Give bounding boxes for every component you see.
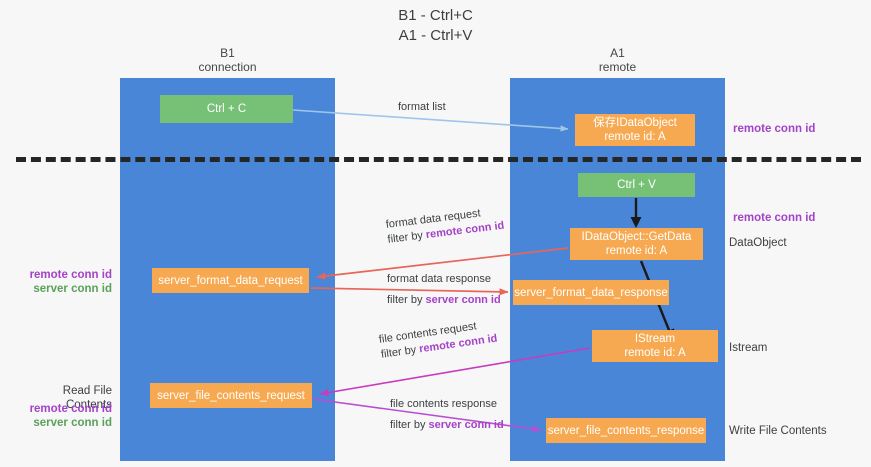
flow-label-format-data-response-line2: filter by server conn id	[387, 293, 501, 308]
annotation-right-istream: Istream	[729, 342, 768, 354]
node-server-format-data-request[interactable]: server_format_data_request	[152, 268, 309, 293]
column-header-b1-sub: connection	[198, 60, 257, 74]
column-header-b1: B1 connection	[120, 46, 335, 74]
flow-label-format-list: format list	[398, 100, 446, 115]
annotation-left-server-conn-id-1: server conn id	[33, 283, 112, 295]
node-istream[interactable]: IStream remote id: A	[592, 330, 718, 362]
node-idataobject-getdata-sublabel: remote id: A	[605, 245, 668, 257]
flow-label-file-contents-request: file contents request filter by remote c…	[378, 317, 498, 363]
column-header-a1: A1 remote	[510, 46, 725, 74]
annotation-left-remote-conn-id-2: remote conn id	[29, 403, 112, 415]
filter-prefix: filter by	[390, 419, 429, 431]
node-save-idataobject-sublabel: remote id: A	[604, 131, 666, 143]
flow-label-format-list-line1: format list	[398, 101, 446, 113]
annotation-right-dataobject: DataObject	[729, 237, 787, 249]
node-save-idataobject[interactable]: 保存IDataObject remote id: A	[575, 114, 695, 146]
node-server-format-data-response[interactable]: server_format_data_response	[513, 280, 669, 305]
node-server-file-contents-response-label: server_file_contents_response	[547, 424, 705, 437]
flow-label-file-contents-response-line1: file contents response	[390, 398, 498, 410]
node-ctrl-v[interactable]: Ctrl + V	[578, 173, 695, 197]
filter-prefix: filter by	[386, 229, 427, 246]
flow-label-format-data-response: format data response filter by server co…	[387, 272, 501, 308]
flow-label-format-data-request: format data request filter by remote con…	[385, 204, 505, 248]
node-ctrl-c-label: Ctrl + C	[206, 103, 247, 115]
annotation-right-remote-conn-id-top: remote conn id	[733, 123, 816, 135]
filter-key: server conn id	[428, 419, 504, 431]
filter-key: server conn id	[425, 294, 501, 306]
page-title: B1 - Ctrl+C A1 - Ctrl+V	[0, 6, 871, 46]
flow-label-file-contents-response-line2: filter by server conn id	[390, 418, 504, 433]
node-istream-label: IStream	[634, 333, 676, 345]
node-server-file-contents-request-label: server_file_contents_request	[157, 389, 305, 402]
annotation-left-server-conn-id-2: server conn id	[33, 417, 112, 429]
annotation-right-remote-conn-id-mid: remote conn id	[733, 212, 816, 224]
title-line-2: A1 - Ctrl+V	[398, 27, 473, 44]
annotation-right-write-file-contents: Write File Contents	[729, 425, 827, 437]
node-server-format-data-response-label: server_format_data_response	[514, 286, 668, 299]
column-header-a1-sub: remote	[598, 60, 637, 74]
filter-prefix: filter by	[380, 343, 421, 361]
column-header-a1-name: A1	[610, 46, 625, 60]
column-header-b1-name: B1	[220, 46, 235, 60]
node-server-file-contents-response[interactable]: server_file_contents_response	[546, 418, 706, 443]
title-line-1: B1 - Ctrl+C	[398, 7, 473, 24]
phase-divider	[16, 157, 861, 162]
node-istream-sublabel: remote id: A	[624, 347, 686, 359]
flow-label-file-contents-response: file contents response filter by server …	[390, 397, 504, 433]
annotation-left-conn-ids-bottom: remote conn id server conn id	[22, 402, 112, 430]
node-idataobject-getdata-label: IDataObject::GetData	[581, 231, 692, 243]
node-server-format-data-request-label: server_format_data_request	[158, 274, 303, 287]
node-server-file-contents-request[interactable]: server_file_contents_request	[150, 383, 312, 408]
node-ctrl-c[interactable]: Ctrl + C	[160, 95, 293, 123]
annotation-left-remote-conn-id-1: remote conn id	[29, 269, 112, 281]
node-ctrl-v-label: Ctrl + V	[617, 179, 656, 191]
node-idataobject-getdata[interactable]: IDataObject::GetData remote id: A	[570, 228, 703, 260]
annotation-left-read-file-contents: Read File Contents	[62, 385, 112, 411]
filter-prefix: filter by	[387, 294, 426, 306]
annotation-left-conn-ids-top: remote conn id server conn id	[22, 268, 112, 296]
node-save-idataobject-label: 保存IDataObject	[593, 117, 677, 129]
flow-label-format-data-response-line1: format data response	[387, 273, 491, 285]
